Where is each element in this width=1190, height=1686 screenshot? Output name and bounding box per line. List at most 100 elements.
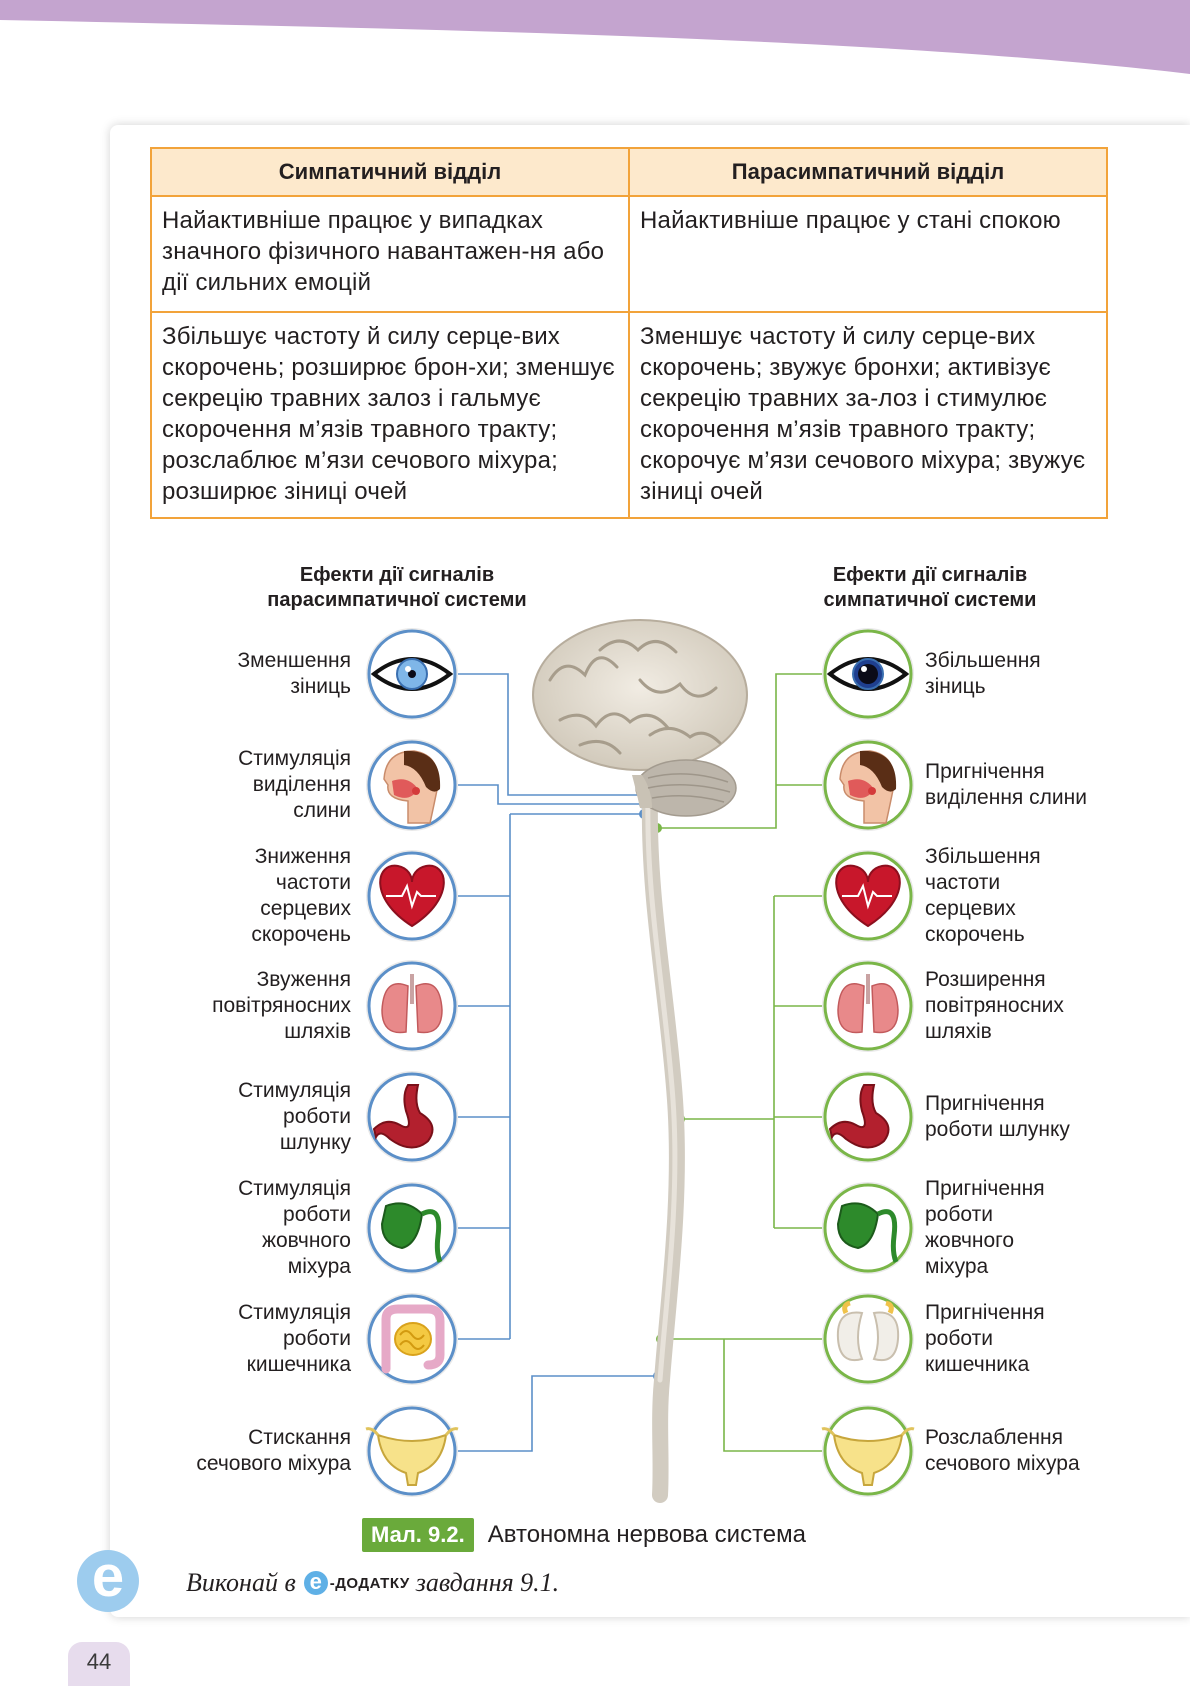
label-line: Збільшення	[925, 649, 1041, 672]
salivary-head-icon	[822, 739, 914, 831]
comparison-table: Симпатичний відділ Парасимпатичний відді…	[150, 147, 1108, 519]
sympathetic-effect-label: Пригнічення виділення слини	[925, 759, 1135, 811]
bladder-icon	[821, 1405, 915, 1497]
label-line: роботи	[283, 1327, 351, 1350]
label-line: роботи	[283, 1203, 351, 1226]
parasympathetic-effect-label: Стискання сечового міхура	[151, 1425, 351, 1477]
label-line: міхура	[925, 1255, 989, 1278]
label-line: жовчного	[925, 1229, 1015, 1252]
figure-number-badge: Мал. 9.2.	[362, 1518, 474, 1552]
label-line: роботи	[925, 1203, 993, 1226]
label-line: Розширення	[925, 968, 1046, 991]
label-line: Пригнічення	[925, 760, 1045, 783]
addon-link[interactable]: -ДОДАТКУ	[329, 1574, 410, 1592]
label-line: Пригнічення	[925, 1301, 1045, 1324]
eye-constricted-icon	[366, 628, 458, 720]
left-column-title: Ефекти дії сигналів парасимпатичної сист…	[227, 563, 567, 613]
eye-dilated-icon	[822, 628, 914, 720]
table-row: Найактивніше працює у випадках значного …	[150, 195, 1108, 313]
label-line: сечового міхура	[925, 1452, 1080, 1475]
lungs-icon	[822, 960, 914, 1052]
parasympathetic-effect-label: Зниження частоти серцевих скорочень	[151, 844, 351, 948]
nerve-line	[723, 1339, 825, 1452]
label-line: повітряносних	[925, 994, 1064, 1017]
salivary-head-icon	[366, 739, 458, 831]
gallbladder-icon	[822, 1182, 914, 1274]
table-header-row: Симпатичний відділ Парасимпатичний відді…	[150, 147, 1108, 197]
label-line: Звуження	[256, 968, 351, 991]
label-line: роботи	[925, 1327, 993, 1350]
label-line: частоти	[275, 871, 351, 894]
label-line: роботи	[283, 1105, 351, 1128]
bladder-icon	[365, 1405, 459, 1497]
page-number: 44	[68, 1642, 130, 1686]
table-cell: Найактивніше працює у випадках значного …	[150, 195, 630, 313]
label-line: Пригнічення	[925, 1092, 1045, 1115]
kidneys-icon	[822, 1293, 914, 1385]
figure-caption: Мал. 9.2. Автономна нервова система	[362, 1517, 806, 1553]
sympathetic-effect-label: Розслаблення сечового міхура	[925, 1425, 1135, 1477]
table-cell: Найактивніше працює у стані спокою	[628, 195, 1108, 313]
sympathetic-effect-label: Пригнічення роботи жовчного міхура	[925, 1176, 1135, 1280]
label-line: шлунку	[279, 1131, 351, 1154]
parasympathetic-effect-label: Стимуляція роботи шлунку	[151, 1078, 351, 1156]
stomach-icon	[822, 1071, 914, 1163]
heart-icon	[822, 850, 914, 942]
nerve-line	[455, 673, 644, 796]
label-line: Стискання	[248, 1426, 351, 1449]
figure-title: Автономна нервова система	[487, 1521, 807, 1548]
e-logo-icon: e	[77, 1548, 139, 1612]
label-line: слини	[293, 799, 351, 822]
spinal-cord-highlight	[645, 797, 678, 1383]
label-line: Стимуляція	[238, 1177, 351, 1200]
task-instruction: Виконай в e -ДОДАТКУ завдання 9.1.	[186, 1568, 559, 1598]
lungs-icon	[366, 960, 458, 1052]
left-title-line: парасимпатичної системи	[267, 589, 527, 611]
nerve-line	[455, 784, 644, 805]
label-line: Збільшення	[925, 845, 1041, 868]
label-line: виділення слини	[925, 786, 1087, 809]
brain-icon	[532, 619, 748, 817]
table-header-parasympathetic: Парасимпатичний відділ	[628, 147, 1108, 197]
table-header-sympathetic: Симпатичний відділ	[150, 147, 630, 197]
label-line: Зниження	[254, 845, 351, 868]
label-line: скорочень	[251, 923, 351, 946]
nerve-line	[455, 1375, 658, 1452]
right-column-title: Ефекти дії сигналів симпатичної системи	[760, 563, 1100, 613]
parasympathetic-effect-label: Стимуляція виділення слини	[151, 746, 351, 824]
label-line: сечового міхура	[196, 1452, 351, 1475]
label-line: роботи шлунку	[925, 1118, 1070, 1141]
label-line: кишечника	[246, 1353, 351, 1376]
e-addon-icon: e	[303, 1571, 328, 1595]
gallbladder-icon	[366, 1182, 458, 1274]
sympathetic-effect-label: Пригнічення роботи шлунку	[925, 1091, 1135, 1143]
stomach-icon	[366, 1071, 458, 1163]
sympathetic-effect-label: Пригнічення роботи кишечника	[925, 1300, 1135, 1378]
label-line: скорочень	[925, 923, 1025, 946]
label-line: Розслаблення	[925, 1426, 1063, 1449]
label-line: Стимуляція	[238, 747, 351, 770]
heart-icon	[366, 850, 458, 942]
top-decorative-band	[0, 0, 1190, 74]
right-title-line: симпатичної системи	[823, 589, 1037, 611]
label-line: Пригнічення	[925, 1177, 1045, 1200]
label-line: жовчного	[261, 1229, 351, 1252]
intestine-icon	[366, 1293, 458, 1385]
table-cell: Зменшує частоту й силу серце-вих скороче…	[628, 311, 1108, 519]
label-line: Стимуляція	[238, 1079, 351, 1102]
task-number: завдання 9.1.	[415, 1568, 560, 1597]
nerve-line	[657, 673, 825, 829]
label-line: шляхів	[925, 1020, 992, 1043]
left-title-line: Ефекти дії сигналів	[299, 564, 495, 586]
label-line: шляхів	[284, 1020, 351, 1043]
label-line: виділення	[252, 773, 351, 796]
label-line: кишечника	[925, 1353, 1030, 1376]
label-line: серцевих	[925, 897, 1016, 920]
label-line: серцевих	[260, 897, 351, 920]
table-cell: Збільшує частоту й силу серце-вих скороч…	[150, 311, 630, 519]
